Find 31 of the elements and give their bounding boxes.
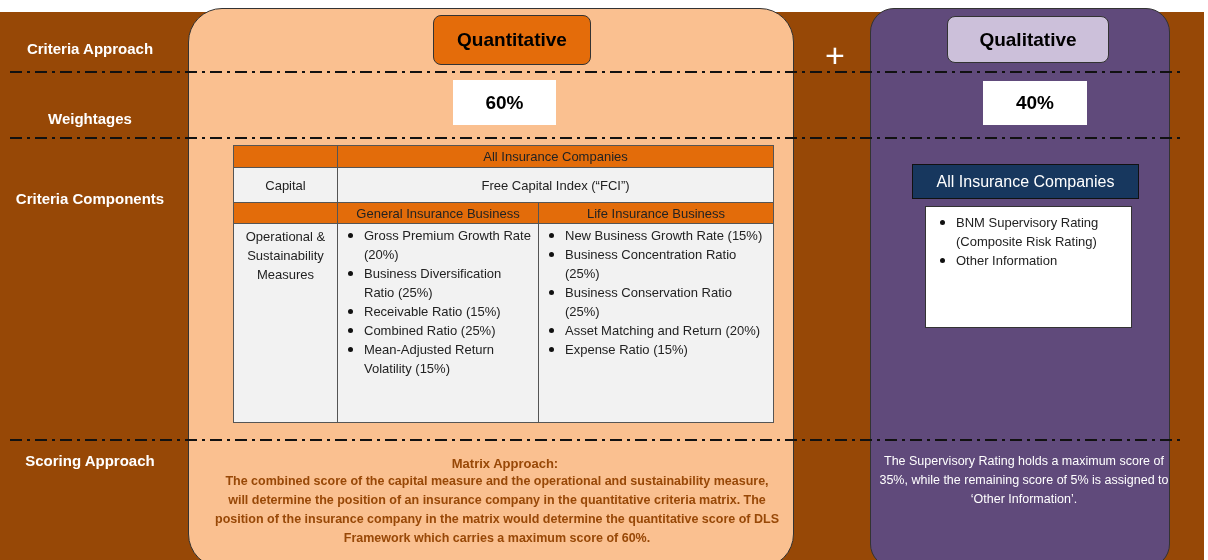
qualitative-panel <box>870 8 1170 560</box>
table-header-cell: Life Insurance Business <box>538 202 774 224</box>
weightage-box: 60% <box>453 80 556 125</box>
scoring-text: The combined score of the capital measure and the operational and sustainability measure, will determine the position of an insurance company in the quantitative criteria matrix. The position of the insurance company in the matrix would determine the quantitative score of DLS Framework which carries a maximum score of 60%. <box>214 473 780 547</box>
bullet-item: Business Conservation Ratio (25%) <box>539 283 773 321</box>
table-cell: Capital <box>233 167 338 203</box>
scoring-text: The Supervisory Rating holds a maximum score of 35%, while the remaining score of 5% is assigned to ‘Other Information’. <box>878 452 1170 508</box>
bullet-item: Mean-Adjusted Return Volatility (15%) <box>338 340 538 378</box>
quantitative-header: Quantitative <box>433 15 591 65</box>
qualitative-header: Qualitative <box>947 16 1109 63</box>
row-label: Weightages <box>47 108 133 129</box>
row-label: Criteria Components <box>14 188 166 209</box>
bullet-item: New Business Growth Rate (15%) <box>539 226 773 245</box>
bullet-item: Business Diversification Ratio (25%) <box>338 264 538 302</box>
plus-sign: + <box>824 36 846 74</box>
header-box: All Insurance Companies <box>912 164 1139 199</box>
list-box: BNM Supervisory Rating (Composite Risk Rating) Other Information <box>925 206 1132 328</box>
bullet-item: Gross Premium Growth Rate (20%) <box>338 226 538 264</box>
table-cell: Operational & Sustainability Measures <box>233 223 338 423</box>
table-header-cell: All Insurance Companies <box>337 145 774 168</box>
bullet-item: Business Concentration Ratio (25%) <box>539 245 773 283</box>
bullet-item: Combined Ratio (25%) <box>338 321 538 340</box>
bullet-item: Receivable Ratio (15%) <box>338 302 538 321</box>
row-label: Scoring Approach <box>24 450 156 471</box>
weightage-box: 40% <box>983 81 1087 125</box>
table-cell: Free Capital Index (“FCI”) <box>337 167 774 203</box>
table-header-cell: General Insurance Business <box>337 202 539 224</box>
scoring-heading: Matrix Approach: <box>450 454 560 473</box>
bullet-item: Expense Ratio (15%) <box>539 340 773 359</box>
row-label: Criteria Approach <box>25 38 155 59</box>
bullet-item: Asset Matching and Return (20%) <box>539 321 773 340</box>
